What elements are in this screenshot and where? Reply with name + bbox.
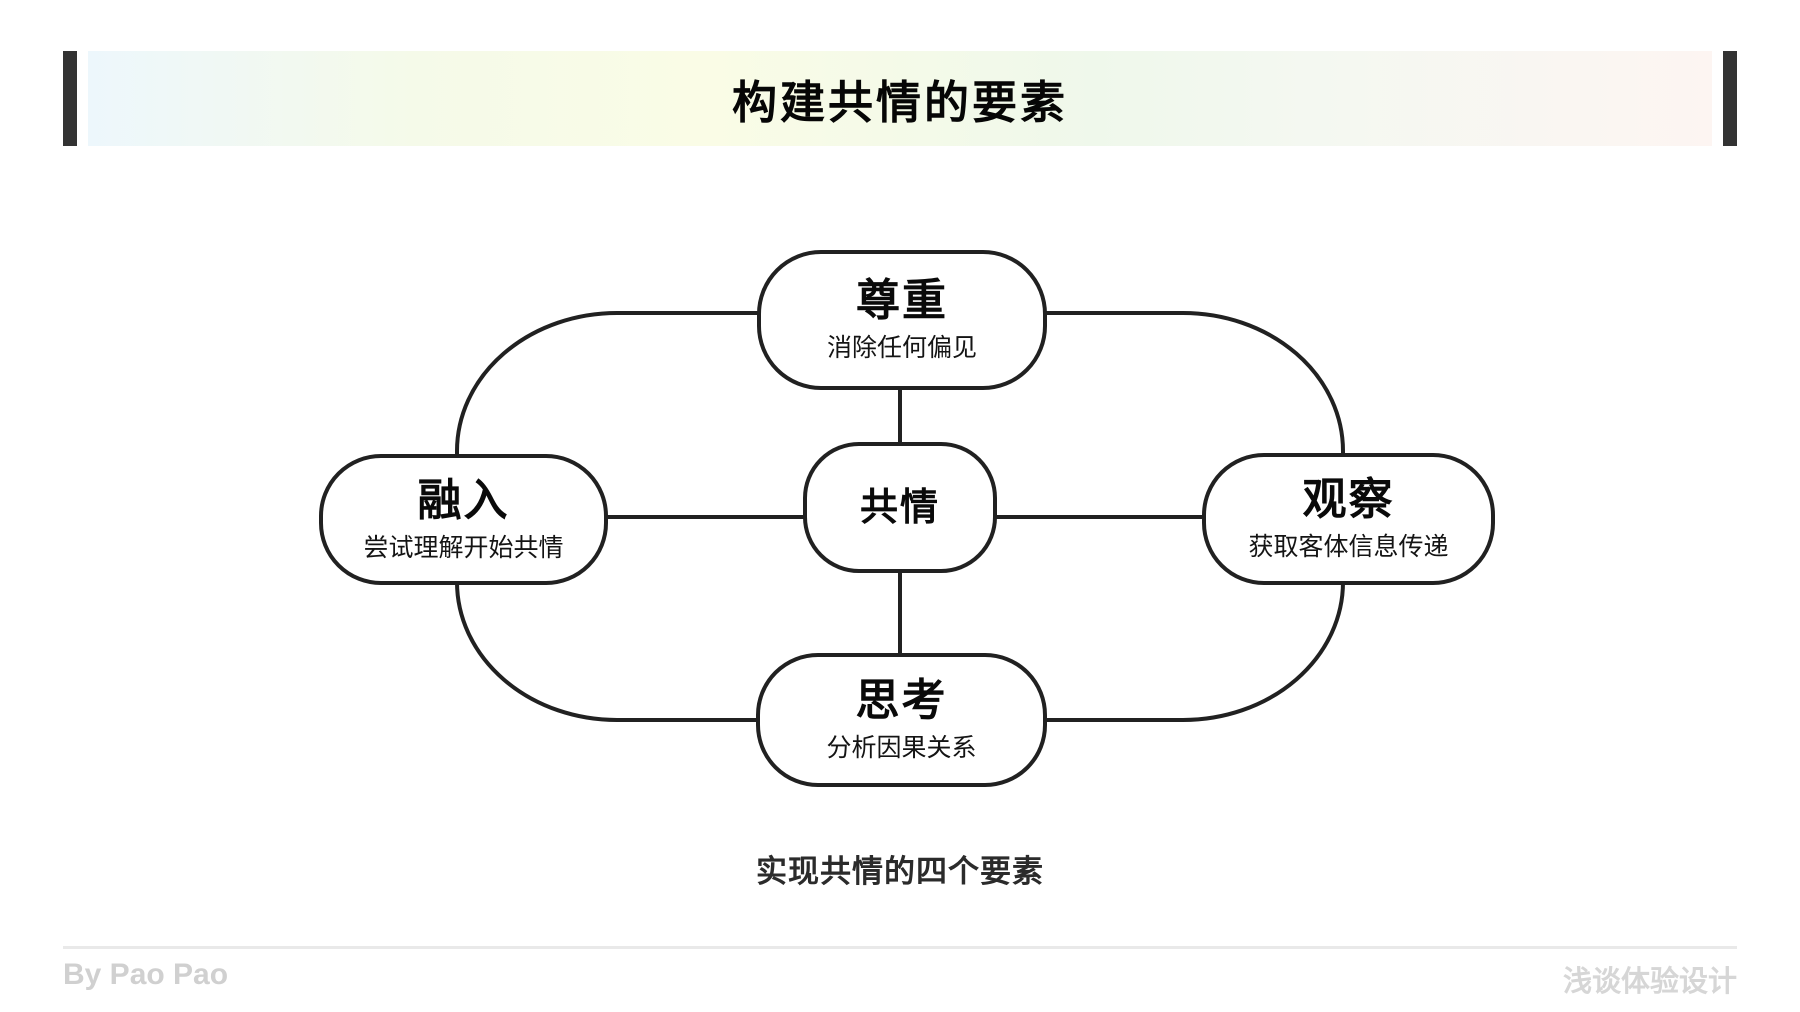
node-think: 思考 分析因果关系 — [756, 653, 1047, 787]
node-observe-title: 观察 — [1302, 475, 1395, 524]
node-think-subtitle: 分析因果关系 — [826, 734, 977, 762]
node-empathy: 共情 — [803, 442, 997, 573]
footer-divider — [63, 946, 1737, 949]
node-integrate-title: 融入 — [417, 475, 510, 525]
node-think-title: 思考 — [855, 676, 948, 725]
header-left-accent-bar — [63, 51, 77, 146]
node-respect-subtitle: 消除任何偏见 — [826, 334, 977, 362]
node-respect: 尊重 消除任何偏见 — [757, 250, 1047, 390]
header-right-accent-bar — [1723, 51, 1737, 146]
node-observe-subtitle: 获取客体信息传递 — [1248, 533, 1449, 561]
node-integrate-subtitle: 尝试理解开始共情 — [363, 533, 564, 562]
page-title: 构建共情的要素 — [731, 77, 1068, 128]
header-gradient-band: 构建共情的要素 — [88, 51, 1712, 146]
node-observe: 观察 获取客体信息传递 — [1202, 453, 1495, 585]
node-empathy-title: 共情 — [859, 486, 940, 529]
node-respect-title: 尊重 — [856, 276, 948, 325]
node-integrate: 融入 尝试理解开始共情 — [319, 454, 608, 585]
diagram-caption: 实现共情的四个要素 — [756, 854, 1044, 889]
footer-author: By Pao Pao — [63, 958, 229, 991]
footer-brand: 浅谈体验设计 — [1562, 966, 1737, 998]
